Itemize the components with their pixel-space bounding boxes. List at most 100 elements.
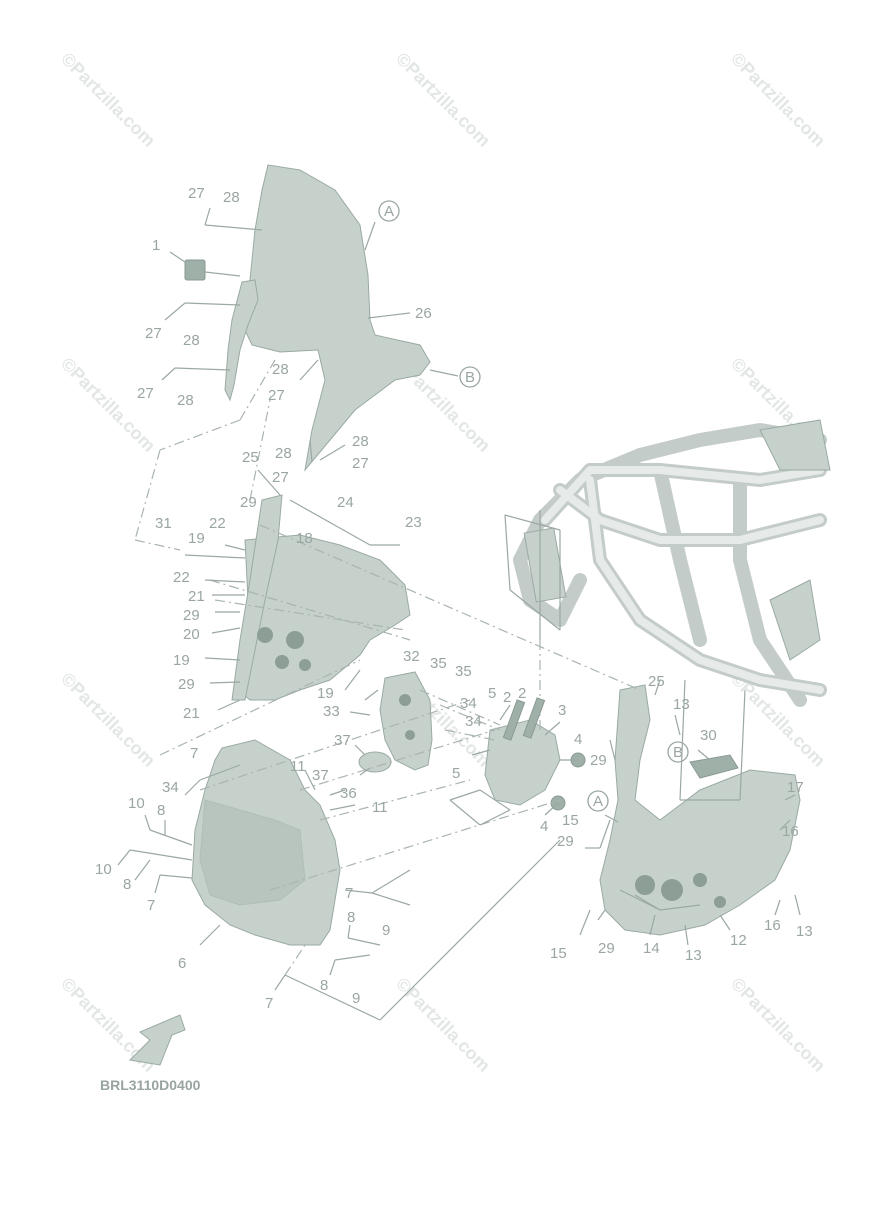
callout-15: 15 (550, 945, 567, 962)
callout-12: 12 (730, 932, 747, 949)
callout-7: 7 (190, 745, 198, 762)
bracket-right (599, 684, 801, 936)
callout-11: 11 (372, 799, 388, 816)
callout-35: 35 (430, 655, 447, 672)
callout-20: 20 (183, 626, 200, 643)
callout-15: 15 (562, 812, 579, 829)
callout-11: 11 (290, 758, 306, 775)
callout-32: 32 (403, 648, 420, 665)
watermarks: ©Partzilla.com ©Partzilla.com ©Partzilla… (57, 49, 829, 1076)
ref-marker-a-label: A (384, 203, 394, 220)
callout-17: 17 (787, 779, 804, 796)
bracket-lower-rib (199, 799, 306, 906)
front-arrow-icon (128, 1014, 186, 1066)
ref-marker-a (378, 200, 400, 222)
callout-2: 2 (503, 689, 511, 706)
ref-marker-a-label: A (593, 793, 603, 810)
watermark: ©Partzilla.com (392, 49, 494, 151)
callout-13: 13 (685, 947, 702, 964)
callout-34: 34 (465, 713, 482, 730)
callout-24: 24 (337, 494, 354, 511)
callout-7: 7 (345, 885, 353, 902)
callout-26: 26 (415, 305, 432, 322)
callout-8: 8 (347, 909, 355, 926)
callout-19: 19 (188, 530, 205, 547)
callout-28: 28 (177, 392, 194, 409)
callout-28: 28 (183, 332, 200, 349)
callout-3: 3 (558, 702, 566, 719)
windshield-mount (224, 279, 259, 402)
windshield (239, 164, 431, 472)
watermark: ©Partzilla.com (57, 49, 159, 151)
callout-21: 21 (183, 705, 200, 722)
diagram-code: BRL3110D0400 (100, 1077, 201, 1093)
callout-27: 27 (272, 469, 289, 486)
callout-27: 27 (352, 455, 369, 472)
callout-1: 1 (152, 237, 160, 254)
callout-16: 16 (782, 823, 799, 840)
callout-30: 30 (700, 727, 717, 744)
callout-6: 6 (178, 955, 186, 972)
callout-27: 27 (145, 325, 162, 342)
ref-marker-b-label: B (465, 369, 475, 386)
callout-8: 8 (123, 876, 131, 893)
callout-8: 8 (320, 977, 328, 994)
watermark: ©Partzilla.com (727, 49, 829, 151)
callout-10: 10 (95, 861, 112, 878)
watermark: ©Partzilla.com (57, 669, 159, 771)
callout-4: 4 (574, 731, 582, 748)
ref-marker-b-label: B (673, 744, 683, 761)
callout-37: 37 (312, 767, 329, 784)
part-37-shape (358, 751, 392, 773)
part-1-shape (184, 259, 206, 281)
callout-28: 28 (272, 361, 289, 378)
callout-37: 37 (334, 732, 351, 749)
callout-31: 31 (155, 515, 172, 532)
callout-8: 8 (157, 802, 165, 819)
callout-22: 22 (209, 515, 226, 532)
reference-markers: A B B A (378, 200, 689, 812)
callout-9: 9 (352, 990, 360, 1007)
ref-marker-a (587, 790, 609, 812)
callout-28: 28 (275, 445, 292, 462)
callout-29: 29 (183, 607, 200, 624)
watermark: ©Partzilla.com (57, 354, 159, 456)
bracket-upper-stay (231, 494, 283, 701)
callout-22: 22 (173, 569, 190, 586)
callout-19: 19 (173, 652, 190, 669)
callout-16: 16 (764, 917, 781, 934)
callout-29: 29 (178, 676, 195, 693)
callout-29: 29 (590, 752, 607, 769)
callout-34: 34 (460, 695, 477, 712)
callout-33: 33 (323, 703, 340, 720)
callout-2: 2 (518, 685, 526, 702)
callout-27: 27 (188, 185, 205, 202)
callout-25: 25 (242, 449, 259, 466)
callout-18: 18 (296, 530, 313, 547)
frame-illustration (513, 419, 831, 707)
callout-29: 29 (598, 940, 615, 957)
callout-19: 19 (317, 685, 334, 702)
callout-28: 28 (352, 433, 369, 450)
part-30-plate (689, 754, 739, 779)
callout-14: 14 (643, 940, 660, 957)
meter-bracket (379, 671, 433, 771)
callout-7: 7 (265, 995, 273, 1012)
callout-23: 23 (405, 514, 422, 531)
callout-10: 10 (128, 795, 145, 812)
leader-lines (117, 207, 801, 1021)
callout-13: 13 (673, 696, 690, 713)
callout-7: 7 (147, 897, 155, 914)
callout-36: 36 (340, 785, 357, 802)
callout-34: 34 (162, 779, 179, 796)
watermark: ©Partzilla.com (392, 974, 494, 1076)
callout-27: 27 (137, 385, 154, 402)
ref-marker-b (667, 741, 689, 763)
callout-13: 13 (796, 923, 813, 940)
callout-labels: 27 28 1 27 28 27 28 26 28 27 28 27 28 27… (95, 185, 813, 1012)
callout-25: 25 (648, 673, 665, 690)
ref-marker-b (459, 366, 481, 388)
callout-5: 5 (452, 765, 460, 782)
